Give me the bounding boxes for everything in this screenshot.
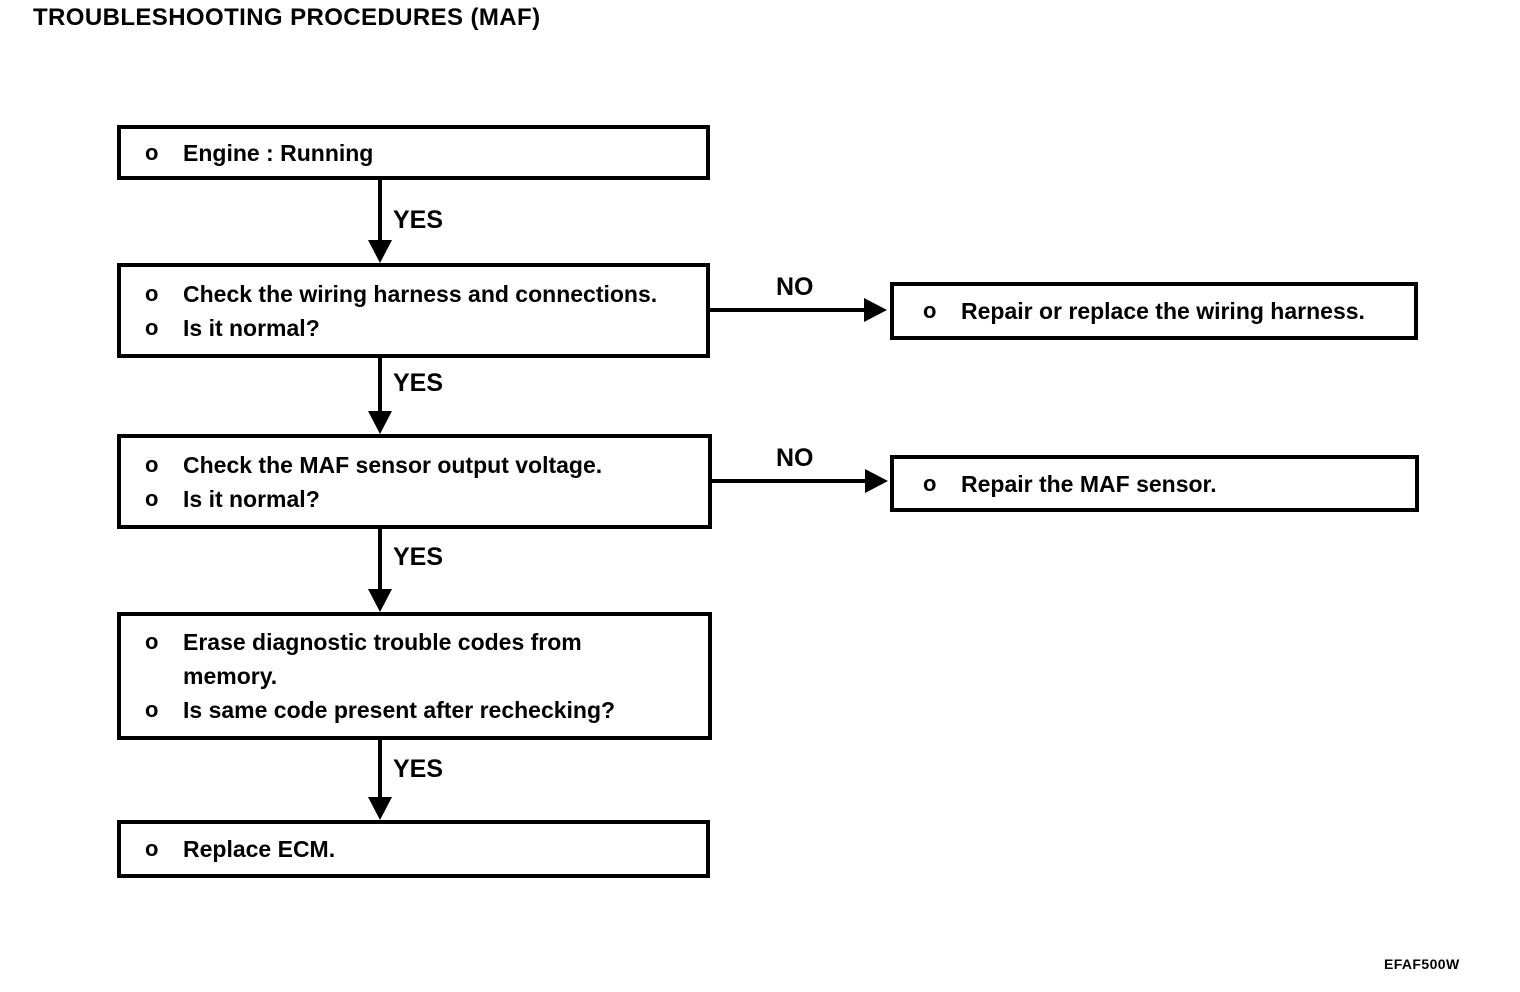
bullet-marker: o xyxy=(923,470,937,496)
node-line: o Engine : Running xyxy=(145,136,700,170)
edge-label-yes-4: YES xyxy=(393,755,444,783)
node-line: o Check the wiring harness and connectio… xyxy=(145,277,700,311)
node-line: o Is it normal? xyxy=(145,311,700,345)
bullet-marker: o xyxy=(145,697,159,722)
node-line: o Is it normal? xyxy=(145,482,702,516)
bullet-marker: o xyxy=(145,314,159,340)
node-line: o Repair or replace the wiring harness. xyxy=(923,294,1408,328)
bullet-marker: o xyxy=(145,451,159,477)
bullet-marker: o xyxy=(145,629,159,654)
edge-label-yes-2: YES xyxy=(393,369,444,397)
flow-node-repair-wiring-harness: o Repair or replace the wiring harness. xyxy=(890,282,1418,340)
flow-node-check-maf-output-voltage: o Check the MAF sensor output voltage. o… xyxy=(117,434,712,529)
arrow-down-line-2 xyxy=(378,358,382,413)
node-text: Repair the MAF sensor. xyxy=(961,470,1217,497)
node-line: o Check the MAF sensor output voltage. xyxy=(145,448,702,482)
edge-label-yes-3: YES xyxy=(393,543,444,571)
bullet-marker: o xyxy=(923,298,937,323)
node-text: Is same code present after rechecking? xyxy=(183,697,616,723)
arrow-right-head-icon xyxy=(865,469,888,493)
page-title: TROUBLESHOOTING PROCEDURES (MAF) xyxy=(33,4,541,31)
flow-node-repair-maf-sensor: o Repair the MAF sensor. xyxy=(890,455,1419,512)
bullet-marker: o xyxy=(145,139,159,165)
node-text: Engine : Running xyxy=(183,139,374,166)
node-line: o Repair the MAF sensor. xyxy=(923,467,1409,501)
node-text: Check the MAF sensor output voltage. xyxy=(183,451,603,478)
edge-label-no-1: NO xyxy=(776,273,814,301)
bullet-marker: o xyxy=(145,836,159,861)
flow-node-check-wiring-harness: o Check the wiring harness and connectio… xyxy=(117,263,710,358)
edge-label-yes-1: YES xyxy=(393,206,444,234)
arrow-down-head-icon xyxy=(368,411,392,434)
arrow-down-line-1 xyxy=(378,180,382,242)
flow-node-engine-running: o Engine : Running xyxy=(117,125,710,180)
flow-node-replace-ecm: o Replace ECM. xyxy=(117,820,710,878)
node-text: Check the wiring harness and connections… xyxy=(183,280,658,307)
node-line: o Erase diagnostic trouble codes from me… xyxy=(145,625,702,693)
arrow-down-line-3 xyxy=(378,529,382,591)
node-text: Is it normal? xyxy=(183,314,320,341)
arrow-down-head-icon xyxy=(368,240,392,263)
bullet-marker: o xyxy=(145,485,159,511)
arrow-down-head-icon xyxy=(368,589,392,612)
arrow-down-line-4 xyxy=(378,740,382,799)
arrow-right-line-1 xyxy=(710,308,866,312)
node-text: Erase diagnostic trouble codes from memo… xyxy=(183,629,582,689)
arrow-down-head-icon xyxy=(368,797,392,820)
node-line: o Replace ECM. xyxy=(145,832,700,866)
flow-node-erase-dtc: o Erase diagnostic trouble codes from me… xyxy=(117,612,712,740)
node-text: Replace ECM. xyxy=(183,836,336,862)
figure-code: EFAF500W xyxy=(1384,956,1460,972)
node-line: o Is same code present after rechecking? xyxy=(145,693,702,727)
node-text: Is it normal? xyxy=(183,485,320,512)
arrow-right-head-icon xyxy=(864,298,887,322)
edge-label-no-2: NO xyxy=(776,444,814,472)
node-text: Repair or replace the wiring harness. xyxy=(961,298,1365,324)
bullet-marker: o xyxy=(145,280,159,306)
arrow-right-line-2 xyxy=(712,479,867,483)
